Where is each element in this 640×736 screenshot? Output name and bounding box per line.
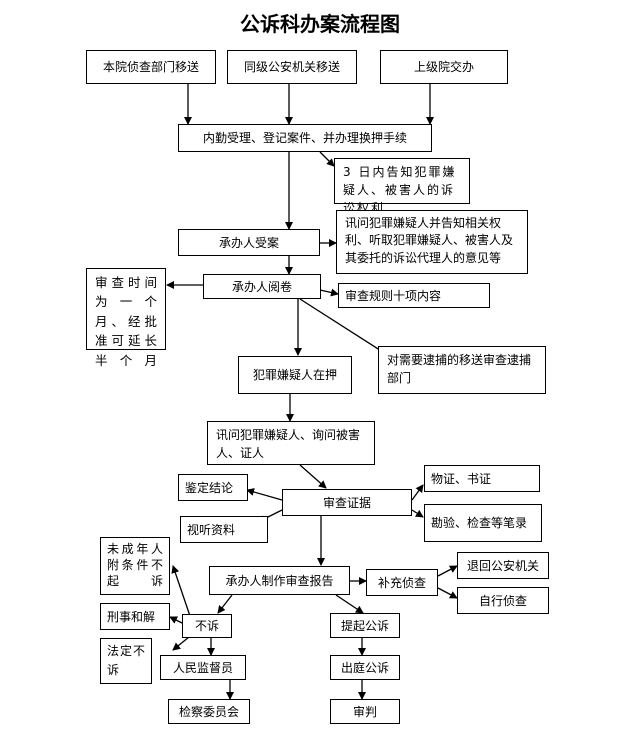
node-av-material: 视听资料 <box>180 516 268 543</box>
node-public-prosecution: 提起公诉 <box>330 613 400 638</box>
node-interrogate-notify: 讯问犯罪嫌疑人并告知相关权利、听取犯罪嫌疑人、被害人及其委托的诉讼代理人的意见等 <box>336 210 528 274</box>
node-supplementary-investigation: 补充侦查 <box>366 569 438 596</box>
node-review-ten-items: 审查规则十项内容 <box>338 283 490 308</box>
node-procuratorial-committee: 检察委员会 <box>168 699 250 724</box>
node-court-appearance: 出庭公诉 <box>330 655 400 680</box>
node-inspection-record: 勘验、检查等笔录 <box>424 504 542 542</box>
node-arrest-review: 对需要逮捕的移送审查逮捕部门 <box>378 346 546 394</box>
node-notify-3-days: 3 日内告知犯罪嫌疑人、被害人的诉讼权利 <box>334 158 470 215</box>
node-source-superior: 上级院交办 <box>380 50 508 84</box>
node-self-investigation: 自行侦查 <box>457 587 549 614</box>
node-criminal-reconciliation: 刑事和解 <box>100 603 170 630</box>
node-intake: 内勤受理、登记案件、并办理换押手续 <box>178 124 432 152</box>
node-review-evidence: 审查证据 <box>282 489 412 516</box>
node-physical-doc-evidence: 物证、书证 <box>424 465 540 492</box>
node-minor-conditional: 未成年人附条件不起诉 <box>100 537 170 595</box>
node-return-police: 退回公安机关 <box>457 552 549 579</box>
node-review-period: 审查时间为一个月、经批准可延长半个月 <box>86 268 166 368</box>
node-source-police: 同级公安机关移送 <box>227 50 357 84</box>
page-title: 公诉科办案流程图 <box>240 12 400 36</box>
node-statutory-no-prosecution: 法定不诉 <box>100 638 152 684</box>
node-source-investigation-dept: 本院侦查部门移送 <box>86 50 216 84</box>
node-handler-read: 承办人阅卷 <box>203 274 321 299</box>
node-handler-report: 承办人制作审查报告 <box>209 566 350 595</box>
node-handler-accept: 承办人受案 <box>178 229 320 256</box>
node-trial: 审判 <box>330 699 400 724</box>
node-appraisal: 鉴定结论 <box>178 474 248 501</box>
node-suspect-detained: 犯罪嫌疑人在押 <box>238 356 352 394</box>
node-no-prosecution: 不诉 <box>182 614 232 638</box>
node-interrogate-witness: 讯问犯罪嫌疑人、询问被害人、证人 <box>207 421 375 465</box>
node-people-supervisor: 人民监督员 <box>160 655 246 680</box>
